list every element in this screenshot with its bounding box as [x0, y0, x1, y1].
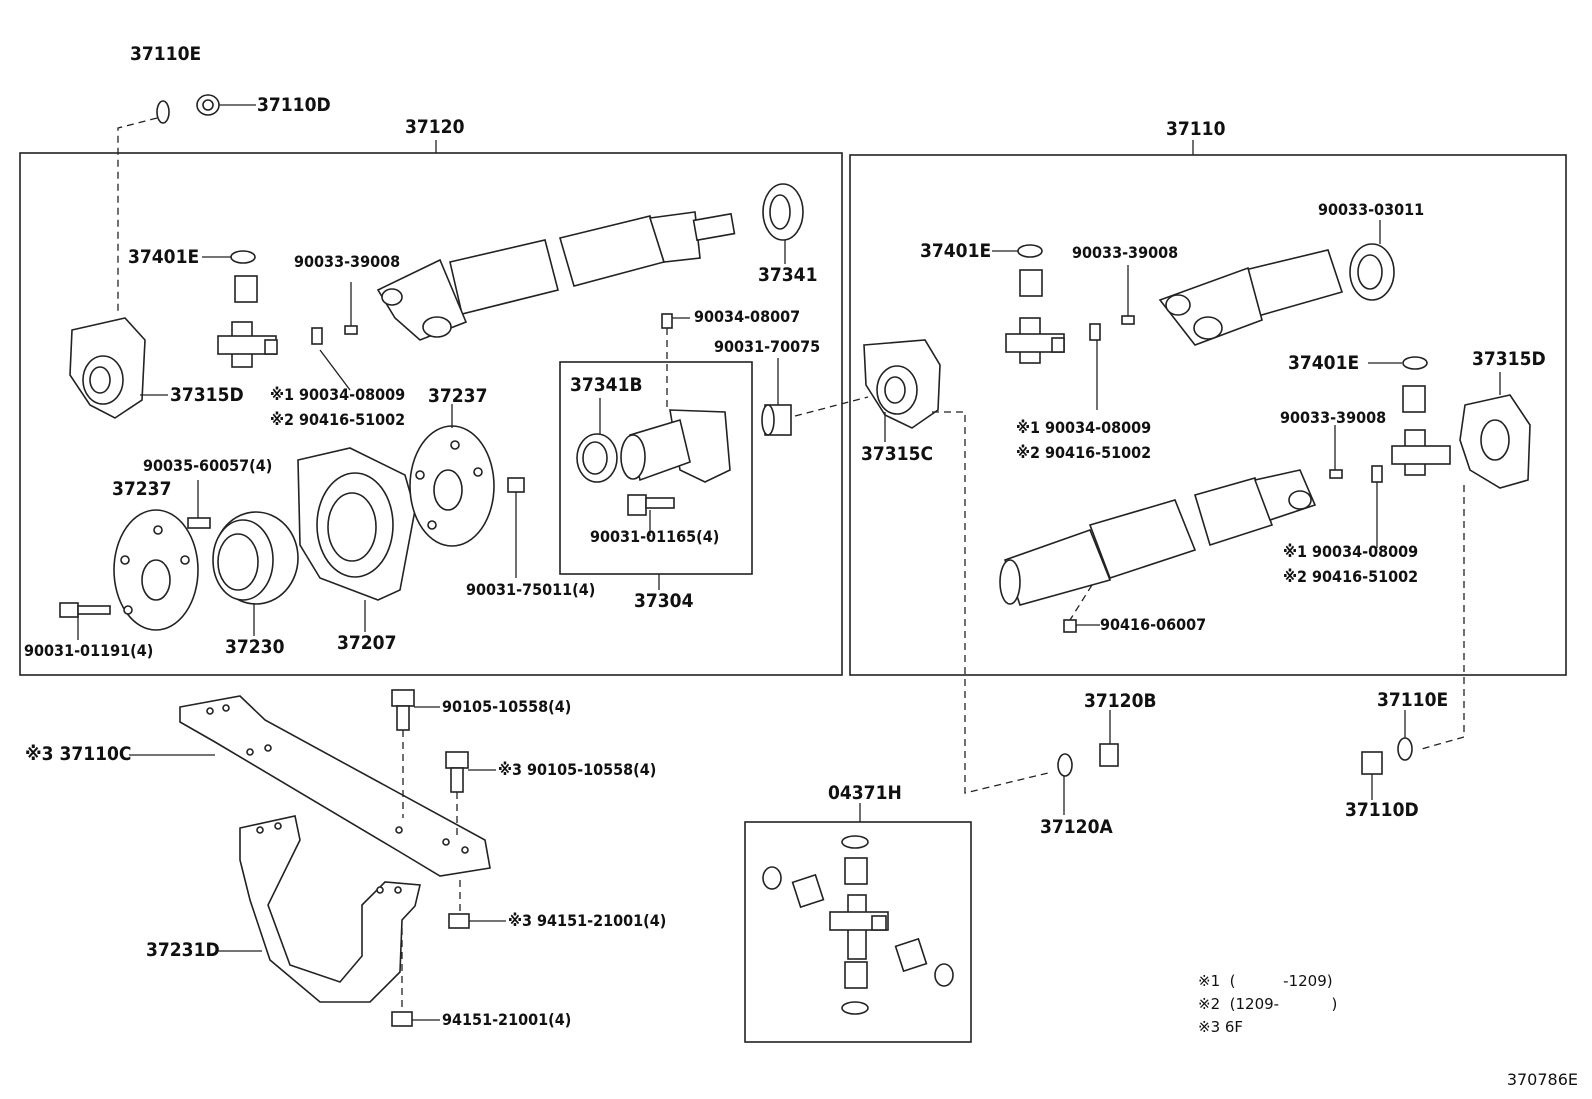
rear-shaft-box: [849, 154, 1567, 676]
bearing-cup-icon: [1402, 356, 1428, 413]
label-90034-08009-right2: ※1 90034-08009: [1283, 542, 1419, 561]
group-label-37110: 37110: [1166, 118, 1226, 140]
label-37110c: ※3 37110C: [25, 743, 132, 765]
washer-plate-icon: [113, 509, 199, 631]
front-shaft-box: [19, 152, 843, 676]
label-90031-70075: 90031-70075: [714, 337, 821, 356]
label-37110e-top: 37110E: [130, 43, 202, 65]
lock-washer-icon: [1057, 753, 1073, 777]
group-label-37304: 37304: [634, 590, 694, 612]
label-90033-39008-right1: 90033-39008: [1072, 243, 1179, 262]
label-37401e-right2: 37401E: [1288, 352, 1360, 374]
label-90105-10558-b: ※3 90105-10558(4): [498, 760, 657, 779]
grease-fitting-icon: [661, 313, 673, 329]
center-bearing-icon: [212, 511, 299, 605]
lock-washer-icon: [1397, 737, 1413, 761]
nut-icon: [196, 94, 220, 116]
legend-note-2: ※2 (1209- ): [1198, 995, 1338, 1013]
oil-seal-icon: [576, 433, 618, 483]
cushion-icon: [297, 447, 416, 601]
label-90034-08007: 90034-08007: [694, 307, 801, 326]
spider-icon: [1005, 317, 1065, 364]
label-94151-21001-a: ※3 94151-21001(4): [508, 911, 667, 930]
label-90034-08009-right1: ※1 90034-08009: [1016, 418, 1152, 437]
label-90033-39008-right2: 90033-39008: [1280, 408, 1387, 427]
companion-flange-icon: [620, 409, 731, 483]
grease-fitting-icon: [311, 325, 358, 345]
label-37110d-right: 37110D: [1345, 799, 1419, 821]
dust-seal-icon: [1349, 243, 1395, 301]
label-90031-75011: 90031-75011(4): [466, 580, 596, 599]
nut-icon: [761, 404, 792, 436]
dust-seal-icon: [762, 183, 804, 241]
nut-icon: [391, 1011, 413, 1027]
label-37120a: 37120A: [1040, 816, 1113, 838]
label-90031-01191: 90031-01191(4): [24, 641, 154, 660]
label-94151-21001-b: 94151-21001(4): [442, 1010, 572, 1029]
figure-reference: 370786E: [1506, 1070, 1578, 1089]
nut-icon: [1361, 751, 1383, 775]
label-37341b: 37341B: [570, 374, 643, 396]
label-90416-51002-right1: ※2 90416-51002: [1016, 443, 1152, 462]
support-strap-icon: [239, 815, 421, 1003]
label-37237-left: 37237: [112, 478, 172, 500]
group-label-37120: 37120: [405, 116, 465, 138]
label-90416-51002-left: ※2 90416-51002: [270, 410, 406, 429]
label-37120b: 37120B: [1084, 690, 1157, 712]
pin-icon: [187, 517, 211, 529]
nut-icon: [1099, 743, 1119, 767]
label-37110e-right: 37110E: [1377, 689, 1449, 711]
label-90034-08009-left: ※1 90034-08009: [270, 385, 406, 404]
bearing-cup-icon: [230, 250, 258, 303]
grease-fitting-icon: [1089, 315, 1135, 341]
bolt-icon: [391, 689, 415, 731]
label-90035-60057: 90035-60057(4): [143, 456, 273, 475]
ujoint-kit-box: [744, 821, 972, 1043]
footnote-legend: ※1 ( -1209) ※2 (1209- ) ※3 6F: [1198, 970, 1337, 1039]
rear-propeller-shaft-lower-icon: [999, 469, 1317, 606]
bearing-cup-icon: [1017, 244, 1043, 297]
label-90416-51002-right2: ※2 90416-51002: [1283, 567, 1419, 586]
label-90033-03011: 90033-03011: [1318, 200, 1425, 219]
flange-yoke-icon: [69, 317, 146, 419]
grease-fitting-icon: [1329, 465, 1383, 483]
bolt-icon: [59, 602, 111, 618]
bolt-icon: [445, 751, 469, 793]
bolt-icon: [627, 494, 675, 516]
label-37110d-top: 37110D: [257, 94, 331, 116]
label-90416-06007: 90416-06007: [1100, 615, 1207, 634]
label-37315d-left: 37315D: [170, 384, 244, 406]
bolt-icon: [1063, 619, 1077, 633]
label-37401e-left: 37401E: [128, 246, 200, 268]
label-37315d-right: 37315D: [1472, 348, 1546, 370]
group-label-04371h: 04371H: [828, 782, 902, 804]
nut-icon: [507, 477, 525, 493]
label-37207: 37207: [337, 632, 397, 654]
flange-sub-box: [559, 361, 753, 575]
washer-plate-r-icon: [409, 425, 495, 547]
flange-yoke-icon: [1459, 394, 1531, 489]
label-90031-01165: 90031-01165(4): [590, 527, 720, 546]
label-90105-10558-a: 90105-10558(4): [442, 697, 572, 716]
spider-icon: [1391, 429, 1451, 476]
label-37231d: 37231D: [146, 939, 220, 961]
spider-icon: [217, 321, 278, 368]
rear-propeller-shaft-upper-icon: [1158, 249, 1344, 346]
support-bracket-icon: [179, 695, 491, 877]
label-37237-right: 37237: [428, 385, 488, 407]
label-37315c: 37315C: [861, 443, 934, 465]
ujoint-kit-icon: [762, 835, 954, 1015]
legend-note-1: ※1 ( -1209): [1198, 972, 1333, 990]
legend-note-3: ※3 6F: [1198, 1018, 1244, 1036]
label-37230: 37230: [225, 636, 285, 658]
nut-icon: [448, 913, 470, 929]
label-37341: 37341: [758, 264, 818, 286]
label-37401e-right1: 37401E: [920, 240, 992, 262]
flange-yoke-icon: [863, 339, 941, 429]
front-propeller-shaft-icon: [376, 211, 736, 341]
label-90033-39008-left: 90033-39008: [294, 252, 401, 271]
lock-washer-icon: [156, 100, 170, 124]
